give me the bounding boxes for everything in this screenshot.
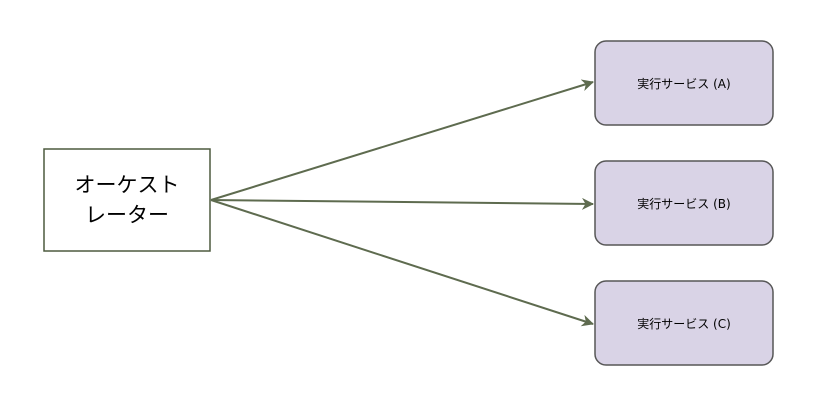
service-b-node[interactable] (594, 160, 774, 246)
service-c-node[interactable] (594, 280, 774, 366)
arrow-to-service-b (210, 197, 594, 210)
arrow-to-service-c (210, 199, 594, 327)
orchestrator-node[interactable] (43, 148, 211, 252)
service-a-node[interactable] (594, 40, 774, 126)
arrow-to-service-a (210, 79, 594, 201)
